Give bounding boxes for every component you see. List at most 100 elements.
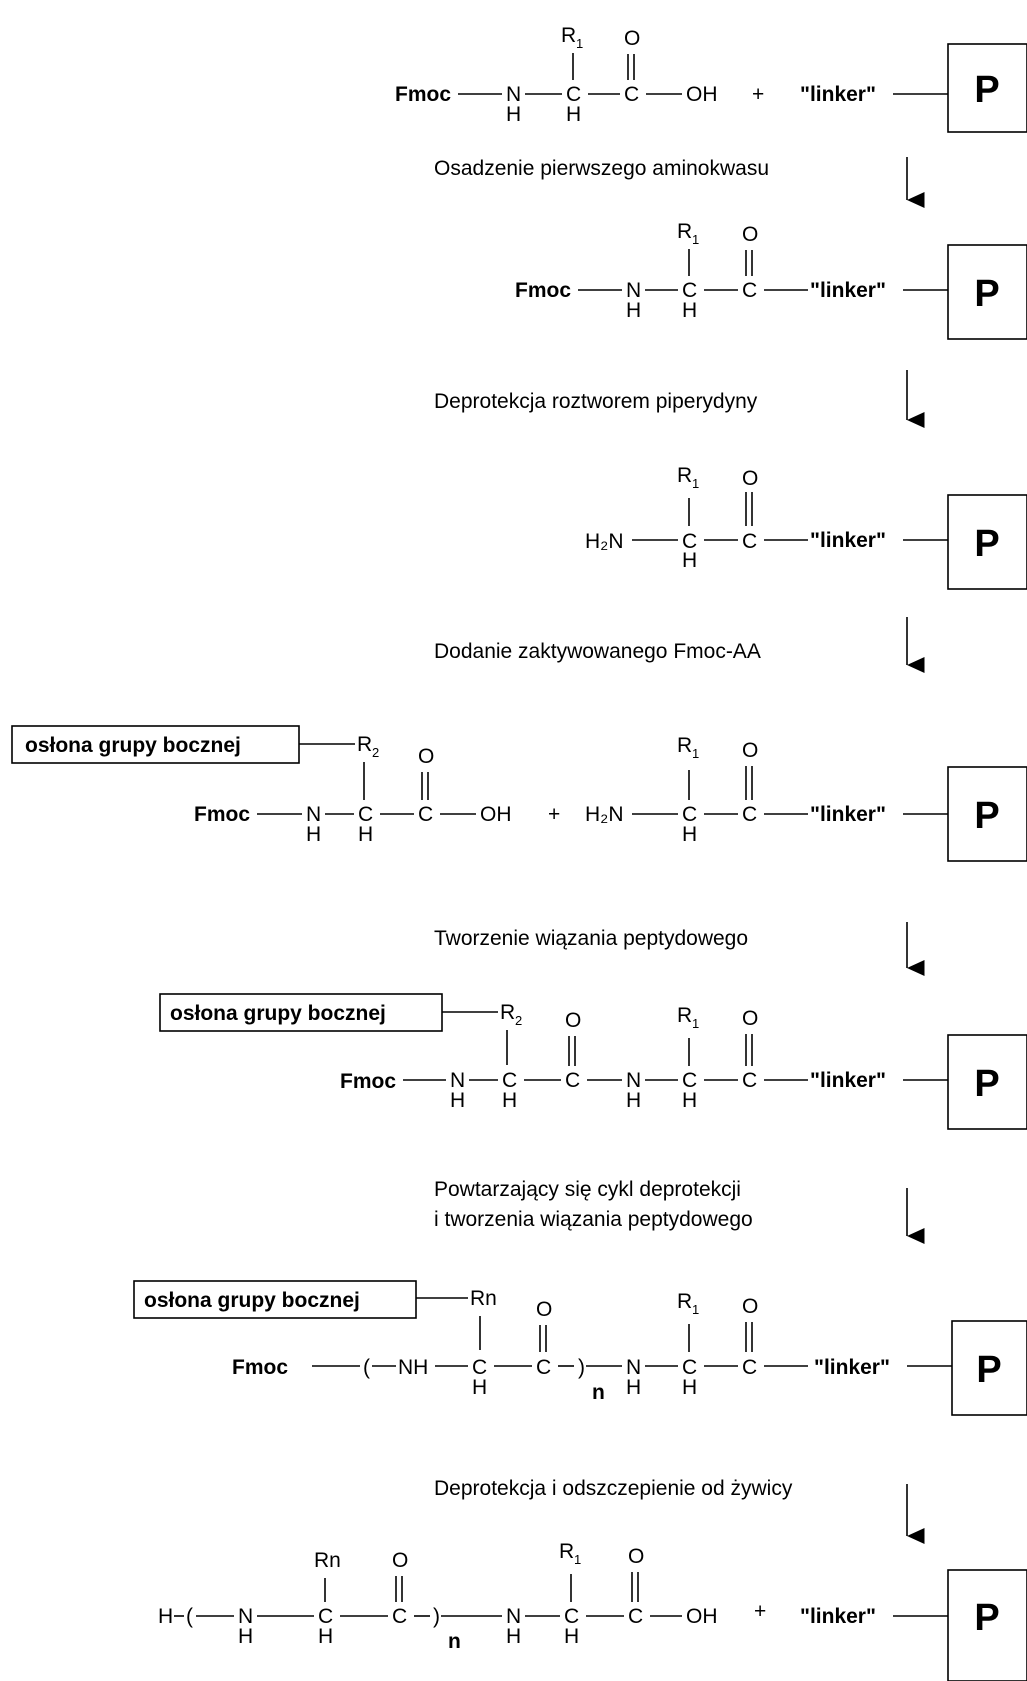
resin-box — [947, 1034, 1027, 1130]
svg-text:): ) — [578, 1356, 585, 1379]
resin-box — [947, 244, 1027, 340]
step-caption: Powtarzający się cykl deprotekcji — [434, 1178, 741, 1201]
svg-text:H₂N: H₂N — [585, 530, 623, 553]
svg-text:osłona grupy bocznej: osłona grupy bocznej — [170, 1002, 386, 1025]
svg-text:O: O — [624, 27, 640, 50]
svg-text:O: O — [742, 1295, 758, 1318]
svg-text:C: C — [536, 1356, 551, 1379]
svg-text:C: C — [682, 1356, 697, 1379]
svg-text:R: R — [677, 1290, 692, 1313]
svg-text:C: C — [392, 1605, 407, 1628]
svg-text:C: C — [565, 1069, 580, 1092]
svg-text:H: H — [626, 299, 641, 322]
svg-text:1: 1 — [692, 1302, 699, 1317]
svg-text:Rn: Rn — [470, 1287, 497, 1310]
svg-text:H: H — [564, 1625, 579, 1648]
svg-text:O: O — [418, 745, 434, 768]
svg-text:R: R — [357, 733, 372, 756]
side-protection-box — [11, 725, 300, 764]
svg-text:H: H — [682, 823, 697, 846]
svg-text:1: 1 — [574, 1552, 581, 1567]
svg-text:H: H — [506, 103, 521, 126]
svg-text:H: H — [450, 1089, 465, 1112]
svg-text:C: C — [742, 803, 757, 826]
svg-text:H: H — [682, 549, 697, 572]
svg-text:P: P — [976, 1349, 1001, 1391]
svg-text:NH: NH — [398, 1356, 428, 1379]
svg-text:P: P — [974, 795, 999, 837]
svg-text:+: + — [548, 803, 560, 826]
svg-text:1: 1 — [692, 232, 699, 247]
svg-text:H: H — [682, 1376, 697, 1399]
svg-text:(: ( — [363, 1356, 370, 1379]
svg-text:R: R — [559, 1540, 574, 1563]
svg-text:O: O — [742, 739, 758, 762]
step-caption: i tworzenia wiązania peptydowego — [434, 1208, 753, 1231]
svg-text:C: C — [566, 83, 581, 106]
svg-text:Fmoc: Fmoc — [340, 1070, 396, 1093]
svg-text:R: R — [677, 1004, 692, 1027]
svg-text:C: C — [472, 1356, 487, 1379]
step-caption: Dodanie zaktywowanego Fmoc-AA — [434, 640, 761, 663]
svg-text:H: H — [502, 1089, 517, 1112]
svg-text:n: n — [448, 1630, 461, 1653]
svg-text:H: H — [506, 1625, 521, 1648]
svg-text:): ) — [433, 1605, 440, 1628]
svg-text:O: O — [742, 1007, 758, 1030]
svg-text:C: C — [682, 530, 697, 553]
svg-text:Fmoc: Fmoc — [194, 803, 250, 826]
svg-text:N: N — [506, 1605, 521, 1628]
svg-text:"linker": "linker" — [810, 803, 886, 826]
svg-text:H: H — [682, 1089, 697, 1112]
svg-text:H₂N: H₂N — [585, 803, 623, 826]
svg-text:"linker": "linker" — [810, 529, 886, 552]
resin-box — [947, 1569, 1027, 1681]
svg-text:Rn: Rn — [314, 1549, 341, 1572]
resin-box — [947, 494, 1027, 590]
svg-text:+: + — [752, 83, 764, 106]
svg-text:R: R — [677, 734, 692, 757]
svg-text:H: H — [566, 103, 581, 126]
svg-text:H: H — [472, 1376, 487, 1399]
svg-text:H: H — [626, 1376, 641, 1399]
svg-text:N: N — [306, 803, 321, 826]
resin-box — [951, 1320, 1027, 1416]
svg-text:R: R — [500, 1001, 515, 1024]
step-caption: Osadzenie pierwszego aminokwasu — [434, 157, 769, 180]
svg-text:N: N — [626, 1069, 641, 1092]
svg-text:P: P — [974, 1597, 999, 1639]
svg-text:C: C — [742, 1069, 757, 1092]
svg-text:Fmoc: Fmoc — [232, 1356, 288, 1379]
svg-text:R: R — [677, 464, 692, 487]
svg-text:OH: OH — [686, 1605, 718, 1628]
svg-text:O: O — [565, 1009, 581, 1032]
svg-text:H: H — [626, 1089, 641, 1112]
svg-text:1: 1 — [692, 476, 699, 491]
resin-box — [947, 43, 1027, 133]
svg-text:"linker": "linker" — [800, 1605, 876, 1628]
side-protection-label: osłona grupy bocznej — [25, 734, 241, 757]
svg-text:O: O — [392, 1549, 408, 1572]
svg-text:N: N — [626, 279, 641, 302]
step-caption: Deprotekcja i odszczepienie od żywicy — [434, 1477, 793, 1500]
svg-text:C: C — [318, 1605, 333, 1628]
svg-text:H: H — [306, 823, 321, 846]
resin-label: P — [974, 69, 999, 111]
svg-text:osłona grupy bocznej: osłona grupy bocznej — [144, 1289, 360, 1312]
svg-text:C: C — [742, 1356, 757, 1379]
svg-text:H: H — [318, 1625, 333, 1648]
svg-text:P: P — [974, 523, 999, 565]
stage-6-peptide-chain: osłona grupy bocznej Rn Fmoc ( NH C H C … — [133, 1280, 1027, 1416]
svg-text:H: H — [682, 299, 697, 322]
svg-text:P: P — [974, 273, 999, 315]
svg-text:N: N — [450, 1069, 465, 1092]
resin-box — [947, 766, 1027, 862]
svg-text:O: O — [742, 223, 758, 246]
svg-text:C: C — [682, 803, 697, 826]
svg-text:Fmoc: Fmoc — [515, 279, 571, 302]
svg-text:C: C — [742, 279, 757, 302]
svg-text:"linker": "linker" — [810, 1069, 886, 1092]
